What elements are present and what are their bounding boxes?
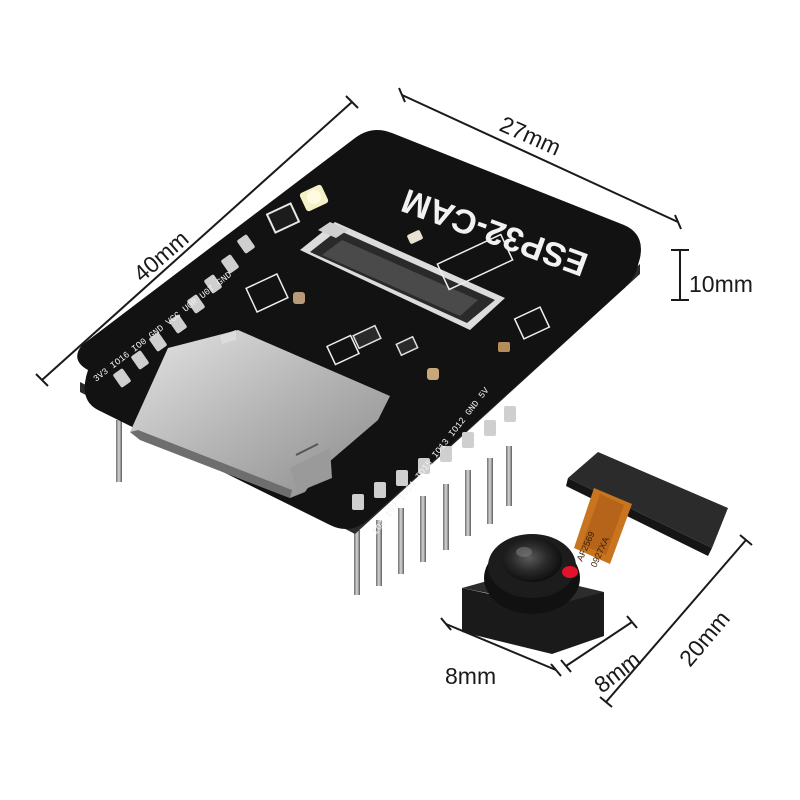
camera-lens [502, 538, 562, 582]
esp32-cam-board: ESP32-CAM [77, 129, 641, 537]
lens-focus-mark [562, 566, 578, 578]
dim-ribbon-length: 20mm [674, 606, 735, 672]
dim-camera-length: 8mm [445, 663, 496, 689]
led-driver [265, 202, 301, 234]
ribbon-stiffener [568, 452, 728, 548]
camera-connector [300, 222, 505, 330]
header-collars [113, 234, 516, 510]
header-pins-front [116, 420, 512, 595]
camera-body [462, 588, 604, 654]
silkscreen-pads [245, 233, 551, 366]
microsd-slot [130, 330, 390, 498]
dimension-lines [35, 87, 753, 708]
camera-module: AF2569 0927XA [462, 452, 728, 654]
dim-pin-height: 10mm [689, 271, 753, 297]
smd-components [293, 230, 510, 380]
led-lens [307, 190, 321, 204]
